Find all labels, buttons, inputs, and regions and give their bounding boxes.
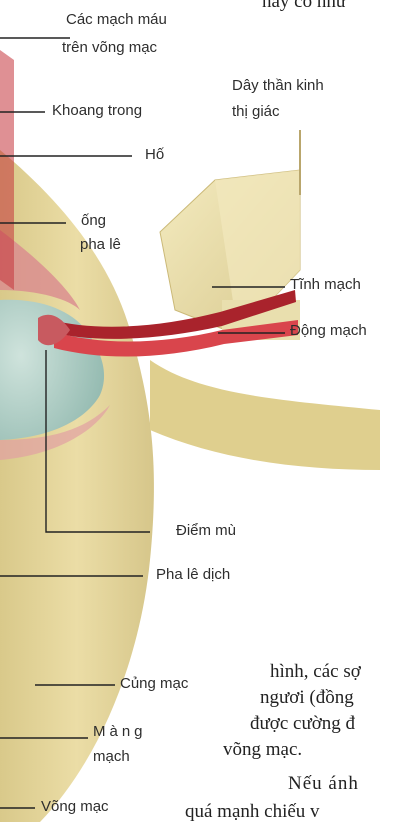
label-choroid-line2: mạch <box>93 748 130 766</box>
label-vitreous-canal-line1: ống <box>81 212 106 230</box>
label-blood-vessels-line1: Các mạch máu <box>66 11 167 29</box>
body-text-line4: võng mạc. <box>223 738 302 762</box>
vessel-strip-left <box>0 50 14 290</box>
label-vitreous-humor: Pha lê dịch <box>156 566 230 584</box>
body-text-line3: được cường đ <box>250 712 355 736</box>
body-text-line2: ngươi (đồng <box>260 686 354 710</box>
label-vein: Tĩnh mạch <box>290 276 361 294</box>
body-text-line1: hình, các sợ <box>270 660 361 684</box>
header-text-fragment: nay có nhữ <box>262 0 346 14</box>
body-text-line6: quá mạnh chiếu v <box>185 800 320 824</box>
label-vitreous-canal-line2: pha lê <box>80 236 121 254</box>
body-text-line5: Nếu ánh <box>288 772 359 796</box>
label-optic-nerve-line2: thị giác <box>232 103 280 121</box>
label-blood-vessels-line2: trên võng mạc <box>62 39 157 57</box>
label-fovea: Hố <box>145 146 164 164</box>
label-blind-spot: Điểm mù <box>176 522 236 540</box>
label-sclera: Củng mạc <box>120 675 188 693</box>
label-retina: Võng mạc <box>41 798 109 816</box>
label-artery: Động mạch <box>290 322 367 340</box>
label-inner-chamber: Khoang trong <box>52 102 142 120</box>
label-choroid-line1: Màng <box>93 723 147 741</box>
label-optic-nerve-line1: Dây thần kinh <box>232 77 324 95</box>
lower-sheath <box>150 360 380 470</box>
